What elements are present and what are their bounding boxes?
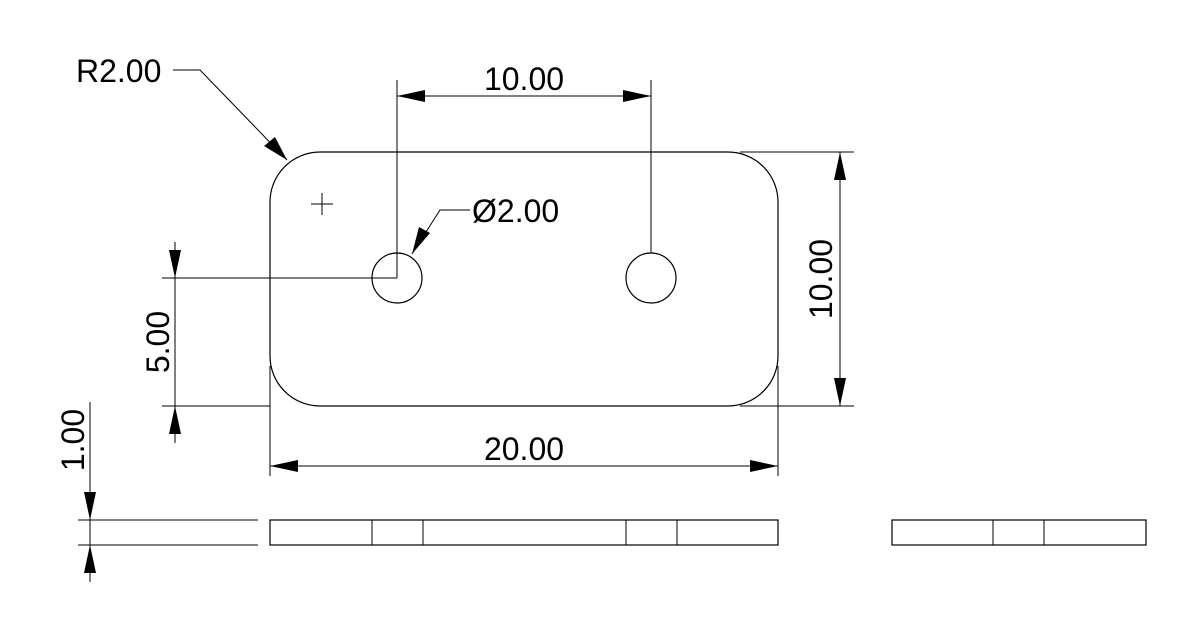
radius-leader [173,69,288,161]
hole-right [625,252,677,304]
hole-offset-dimension [162,242,397,443]
hole-spacing-dimension [396,80,652,278]
height-dimension [740,151,854,407]
radius-label: R2.00 [76,53,161,89]
height-label: 10.00 [803,239,839,319]
diameter-label: Ø2.00 [472,193,559,229]
hole-spacing-label: 10.00 [484,61,564,97]
width-dimension [269,366,779,476]
thickness-dimension [78,402,258,582]
plate-outline [269,151,779,407]
width-label: 20.00 [484,431,564,467]
hole-offset-label: 5.00 [140,311,176,373]
thickness-label: 1.00 [55,409,91,471]
side-view-end [891,519,1147,546]
diameter-leader [411,209,470,255]
corner-center-mark [311,193,333,215]
side-view-front [269,519,779,546]
